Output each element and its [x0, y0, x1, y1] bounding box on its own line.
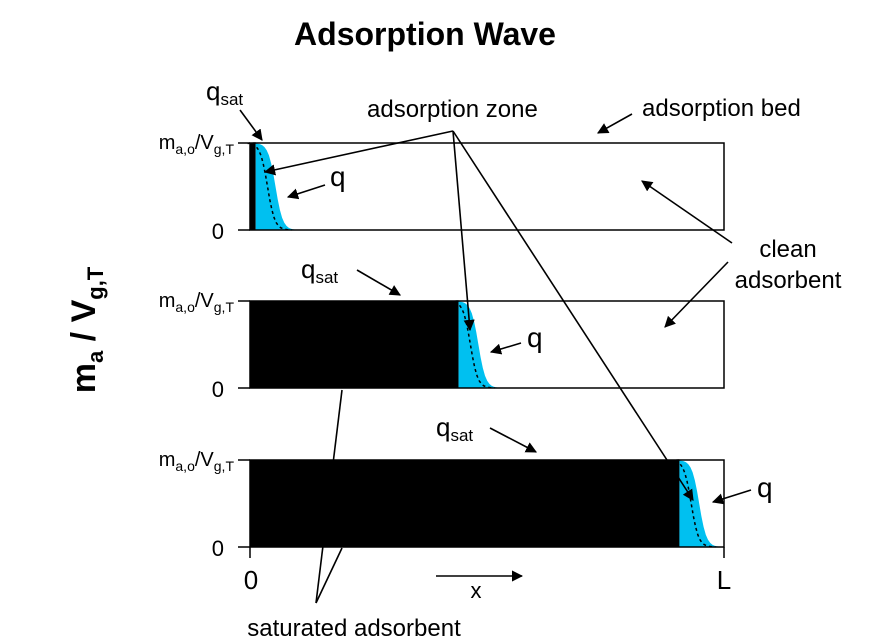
concentration-front-3 — [671, 459, 716, 548]
x-variable-label: x — [471, 578, 482, 603]
clean-adsorbent-label-1: clean — [759, 236, 816, 263]
y-tick-label-top-3: ma,o/Vg,T — [159, 449, 235, 474]
concentration-front-2 — [450, 300, 495, 389]
x-start-label: 0 — [244, 565, 258, 595]
diagram-title: Adsorption Wave — [294, 16, 556, 52]
q-label-2: q — [527, 322, 543, 353]
saturated-region-1 — [250, 143, 256, 230]
saturated-adsorbent-label: saturated adsorbent — [247, 615, 461, 642]
y-tick-label-top-2: ma,o/Vg,T — [159, 290, 235, 315]
q-label-1: q — [330, 161, 346, 192]
y-tick-label-zero-2: 0 — [212, 377, 224, 402]
clean-adsorbent-label-2: adsorbent — [735, 267, 842, 294]
y-tick-label-zero-3: 0 — [212, 536, 224, 561]
y-tick-label-top-1: ma,o/Vg,T — [159, 132, 235, 157]
y-axis-label: ma / Vg,T — [65, 266, 108, 393]
saturated-region-3 — [250, 460, 680, 547]
adsorption-bed-label: adsorption bed — [642, 95, 801, 122]
adsorption-zone-fill-2 — [458, 301, 503, 388]
qsat-label-1: qsat — [206, 76, 243, 109]
adsorption-zone-label: adsorption zone — [367, 96, 538, 123]
adsorption-zone-fill-3 — [679, 460, 724, 547]
concentration-front-1 — [247, 142, 292, 231]
annotation-lines — [239, 109, 752, 604]
qsat-label-2: qsat — [301, 254, 338, 287]
saturated-region-2 — [250, 301, 459, 388]
y-tick-label-zero-1: 0 — [212, 219, 224, 244]
bed-panels: ma,o/Vg,T 0 ma,o/Vg,T 0 ma,o/Vg,T 0 — [159, 132, 725, 561]
q-label-3: q — [757, 472, 773, 503]
qsat-label-3: qsat — [436, 412, 473, 445]
x-end-label: L — [717, 565, 731, 595]
adsorption-zone-fill-1 — [255, 143, 300, 230]
adsorption-bed-outline-2 — [249, 300, 725, 389]
adsorption-bed-outline-1 — [249, 142, 725, 231]
